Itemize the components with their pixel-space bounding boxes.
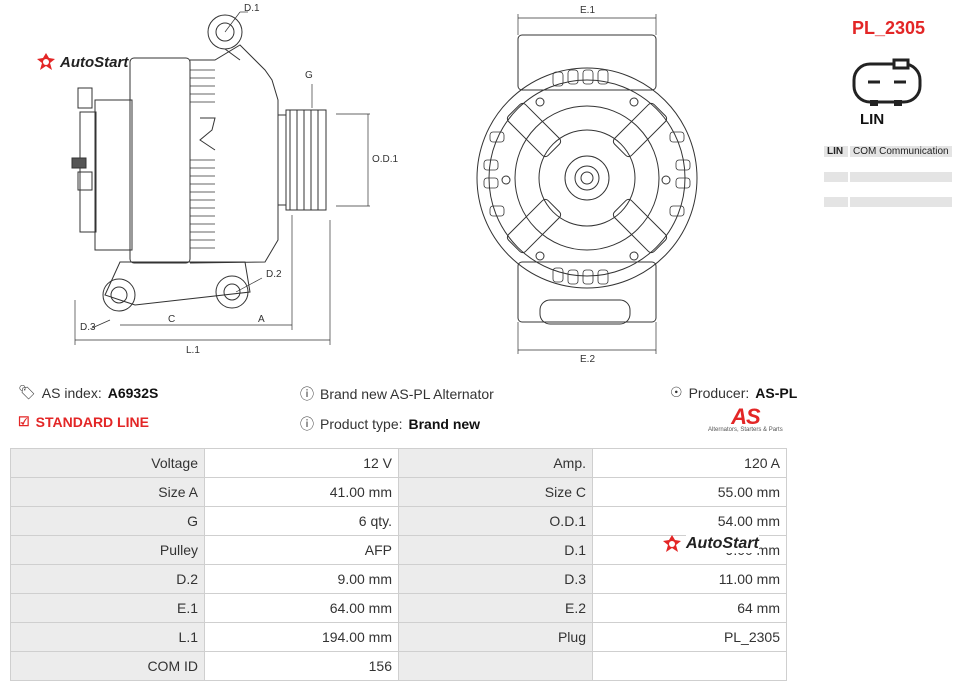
label-a: A: [258, 314, 265, 325]
spec-label: Amp.: [398, 448, 593, 478]
info-circle-icon: ⓘ: [300, 416, 314, 432]
as-pl-logo: AS Alternators, Starters & Parts: [708, 404, 783, 433]
spec-value: [592, 651, 787, 681]
pin-function: COM Communication: [849, 146, 952, 159]
label-od1: O.D.1: [372, 154, 399, 165]
spec-label: L.1: [10, 622, 205, 652]
label-l1: L.1: [186, 345, 200, 356]
producer-value: AS-PL: [755, 384, 798, 401]
autostart-logo-text: AutoStart: [686, 535, 759, 553]
pin-name: LIN: [824, 146, 850, 159]
autostart-logo-icon: [37, 53, 55, 70]
pin-name: [824, 196, 850, 209]
label-c: C: [168, 314, 175, 325]
as-index-value: A6932S: [107, 384, 159, 401]
label-g: G: [305, 70, 313, 81]
spec-value: 64.00 mm: [204, 593, 399, 623]
spec-label: E.1: [10, 593, 205, 623]
spec-value: 12 V: [204, 448, 399, 478]
spec-label: COM ID: [10, 651, 205, 681]
spec-value: 156: [204, 651, 399, 681]
spec-value: PL_2305: [592, 622, 787, 652]
spec-value: 120 A: [592, 448, 787, 478]
plug-code: PL_2305: [852, 18, 926, 38]
tag-icon: 🏷︎: [18, 384, 36, 400]
spec-value: 194.00 mm: [204, 622, 399, 652]
label-d3: D.3: [80, 322, 96, 333]
spec-label: Size C: [398, 477, 593, 507]
globe-icon: ☉: [670, 384, 683, 400]
side-view: [71, 14, 327, 312]
spec-label: D.1: [398, 535, 593, 565]
description-text: Brand new AS-PL Alternator: [320, 386, 494, 402]
plug-pin-table: LIN COM Communication: [824, 146, 952, 209]
as-pl-logo-text: AS: [731, 404, 761, 429]
pin-name: [824, 171, 850, 184]
spec-label: [398, 651, 593, 681]
producer-label: Producer:: [688, 384, 750, 401]
check-square-icon: ☑: [18, 414, 30, 429]
spec-value: AFP: [204, 535, 399, 565]
plug-connector-icon: [852, 58, 922, 106]
autostart-logo-icon: [663, 535, 681, 552]
spec-label: Plug: [398, 622, 593, 652]
spec-value: 64 mm: [592, 593, 787, 623]
as-pl-tagline: Alternators, Starters & Parts: [708, 427, 783, 433]
spec-value: 41.00 mm: [204, 477, 399, 507]
alternator-technical-drawing: D.1 G O.D.1 D.2 D.3 C A L.1 E.1 E.2: [71, 3, 698, 365]
pin-function: [849, 171, 952, 184]
autostart-logo-text: AutoStart: [60, 53, 129, 71]
spec-value: 9.00 mm: [204, 564, 399, 594]
spec-label: D.3: [398, 564, 593, 594]
label-d2: D.2: [266, 269, 282, 280]
front-view: [476, 34, 698, 325]
spec-label: G: [10, 506, 205, 536]
spec-label: Pulley: [10, 535, 205, 565]
autostart-logo: AutoStart: [36, 52, 128, 72]
spec-label: O.D.1: [398, 506, 593, 536]
product-type-value: Brand new: [408, 416, 481, 432]
product-description: ⓘ Brand new AS-PL Alternator: [300, 384, 494, 404]
product-type: ⓘ Product type: Brand new: [300, 414, 480, 434]
spec-value: 54.00 mm: [592, 506, 787, 536]
pin-row: [824, 196, 952, 209]
pin-row: LIN COM Communication: [824, 146, 952, 159]
producer: ☉ Producer: AS-PL: [670, 384, 797, 401]
plug-type-label: LIN: [860, 111, 885, 128]
standard-line-badge: ☑ STANDARD LINE: [18, 414, 149, 430]
spec-label: Voltage: [10, 448, 205, 478]
as-index-label: AS index:: [41, 384, 102, 401]
pin-row: [824, 171, 952, 184]
spec-value: 55.00 mm: [592, 477, 787, 507]
pin-function: [849, 196, 952, 209]
label-e1: E.1: [580, 5, 595, 16]
spec-label: E.2: [398, 593, 593, 623]
spec-label: D.2: [10, 564, 205, 594]
spec-value: 11.00 mm: [592, 564, 787, 594]
product-type-label: Product type:: [320, 416, 403, 432]
label-e2: E.2: [580, 354, 595, 365]
spec-label: Size A: [10, 477, 205, 507]
spec-value: 6 qty.: [204, 506, 399, 536]
label-d1: D.1: [244, 3, 260, 14]
autostart-watermark-logo: AutoStart: [662, 534, 759, 554]
standard-line-text: STANDARD LINE: [35, 414, 149, 430]
info-circle-icon: ⓘ: [300, 386, 314, 402]
as-index: 🏷︎ AS index: A6932S: [18, 384, 158, 401]
